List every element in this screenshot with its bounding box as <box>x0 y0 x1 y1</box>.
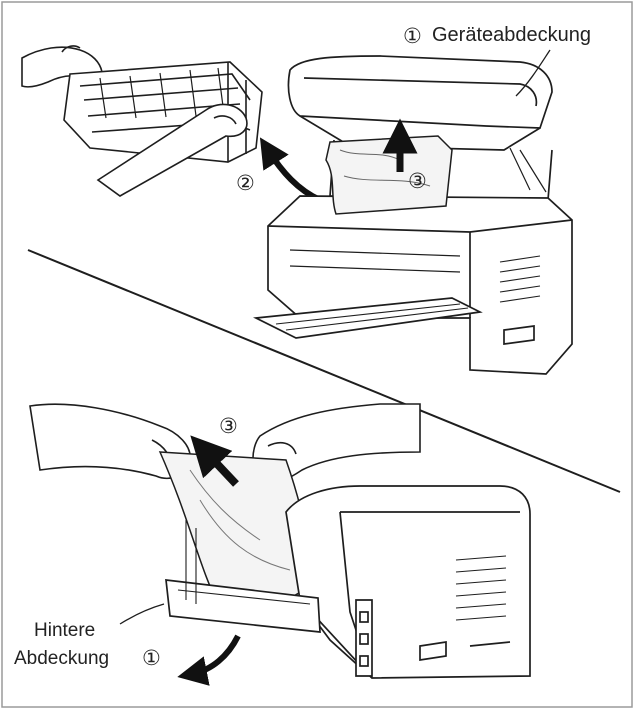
step-3-marker-bottom: ③ <box>219 415 238 438</box>
step-3-marker-top: ③ <box>408 170 427 193</box>
printer-rear <box>165 485 531 679</box>
rear-cover-label-line2: Abdeckung <box>14 648 110 669</box>
arrow-open-rear-cover <box>177 634 241 686</box>
jammed-paper-top <box>325 135 453 215</box>
printer-open-top <box>253 55 573 375</box>
arrow-remove-drum <box>259 137 322 203</box>
hands-holding-drum <box>21 45 263 197</box>
scene-divider <box>27 249 621 493</box>
arrow-pull-paper-bottom <box>190 435 239 487</box>
rear-cover-leader <box>119 603 165 625</box>
rear-cover-label-line1: Hintere <box>34 620 96 641</box>
cover-step-marker: ① <box>403 25 422 48</box>
cover-label: Geräteabdeckung <box>432 24 592 46</box>
step-1-marker-bottom: ① <box>142 647 161 670</box>
step-2-marker: ② <box>236 172 255 195</box>
cover-leader <box>515 49 551 97</box>
